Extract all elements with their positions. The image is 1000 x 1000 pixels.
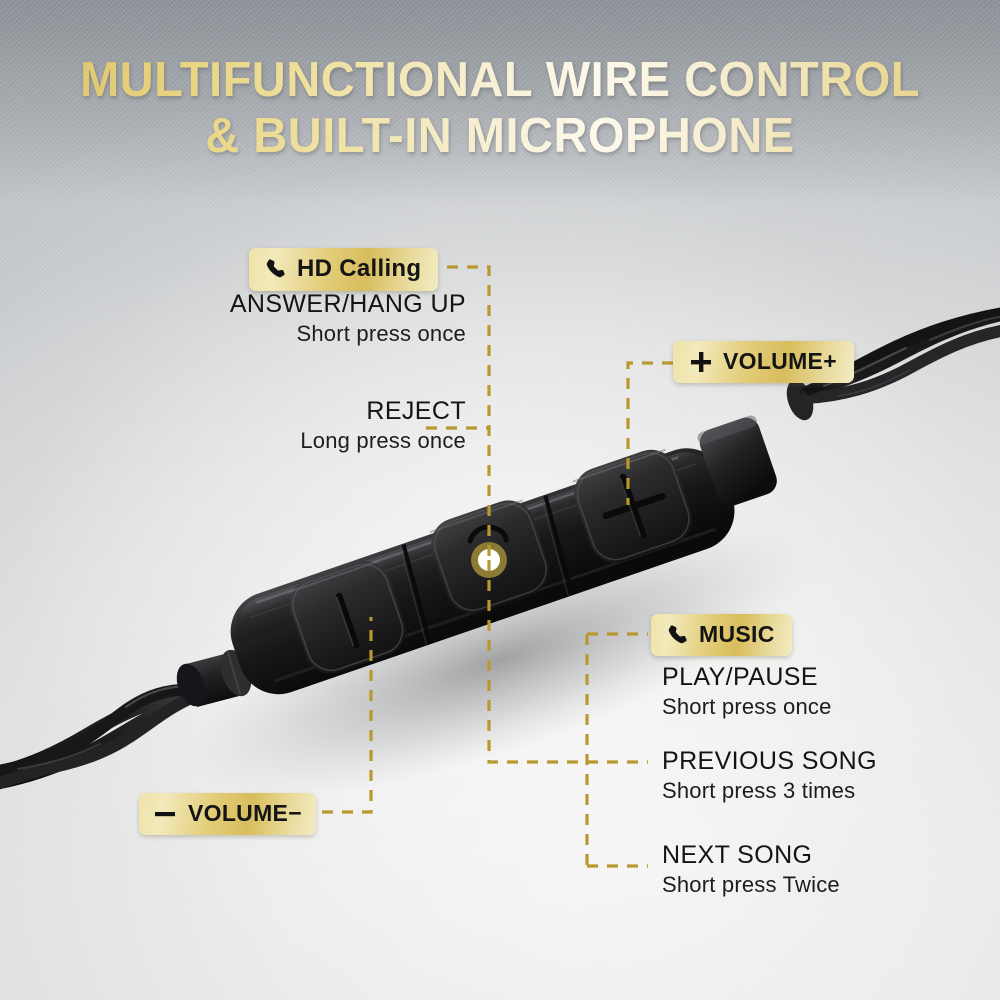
callout-play-pause: PLAY/PAUSE Short press once [662,662,982,721]
badge-volume-down[interactable]: VOLUME− [139,793,316,835]
phone-icon [264,257,288,281]
title-line-2: & BUILT-IN MICROPHONE [20,108,980,164]
callout-next-title: NEXT SONG [662,841,813,869]
page-title: MULTIFUNCTIONAL WIRE CONTROL & BUILT-IN … [0,52,1000,164]
callout-next-sub: Short press Twice [662,872,840,897]
callout-reject-title: REJECT [366,397,466,425]
callout-prev-title: PREVIOUS SONG [662,747,877,775]
callout-next-song: NEXT SONG Short press Twice [662,840,982,899]
badge-music-label: MUSIC [699,621,775,647]
callout-answer-hang-up: ANSWER/HANG UP Short press once [116,289,466,348]
badge-hd-calling[interactable]: HD Calling [249,248,439,291]
callout-play-title: PLAY/PAUSE [662,663,818,691]
callout-answer-sub: Short press once [296,321,466,346]
badge-music[interactable]: MUSIC [651,614,792,656]
badge-volume-up-label: VOLUME+ [723,348,837,374]
title-line-1: MULTIFUNCTIONAL WIRE CONTROL [20,52,980,108]
plus-icon [688,349,714,375]
callout-prev-sub: Short press 3 times [662,778,856,803]
callout-reject: REJECT Long press once [116,396,466,455]
callout-play-sub: Short press once [662,694,832,719]
callout-previous-song: PREVIOUS SONG Short press 3 times [662,746,982,805]
badge-hd-calling-label: HD Calling [297,255,422,282]
phone-icon [666,623,690,647]
badge-volume-down-label: VOLUME− [188,800,302,826]
badge-volume-up[interactable]: VOLUME+ [673,341,854,383]
callout-reject-sub: Long press once [300,428,466,453]
minus-icon [153,802,177,826]
callout-answer-title: ANSWER/HANG UP [229,290,466,318]
